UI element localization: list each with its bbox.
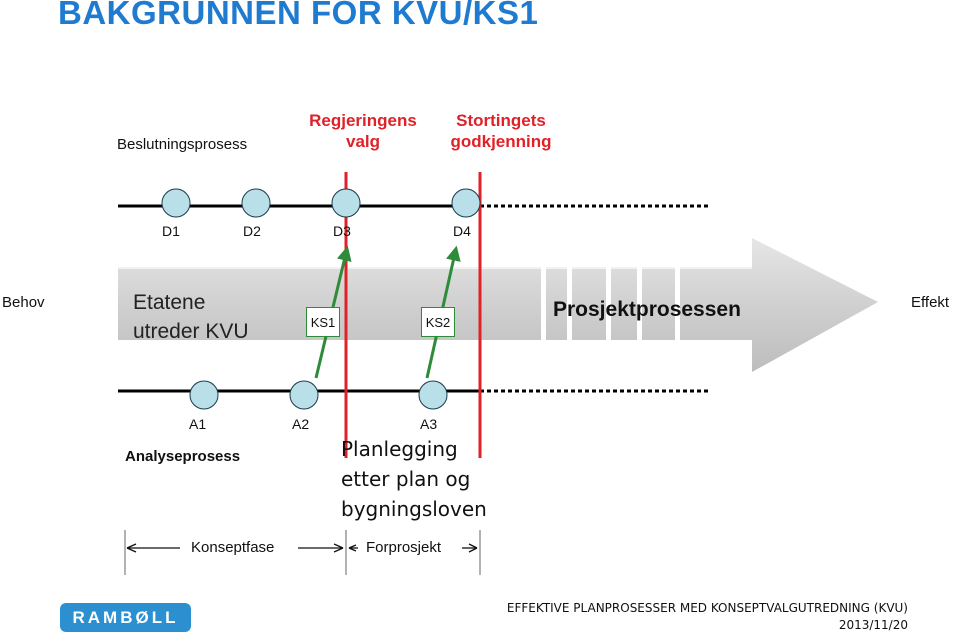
analysis-node-a2: [289, 380, 319, 410]
regjeringens-valg-label: Regjeringens valg: [309, 111, 417, 151]
behov-label: Behov: [2, 294, 45, 311]
analyseprosess-label: Analyseprosess: [125, 448, 241, 465]
analysis-label-a2: A2: [292, 416, 310, 432]
analysis-node-a1: [189, 380, 219, 410]
arrow-segment-gaps: [541, 262, 680, 347]
etatene-line2: utreder KVU: [133, 320, 249, 343]
prosjektprosessen-label: Prosjektprosessen: [553, 298, 741, 321]
analysis-label-a1: A1: [189, 416, 207, 432]
main-process-arrow: [118, 238, 878, 372]
process-diagram: [118, 172, 878, 575]
ks1-box: KS1: [306, 307, 340, 337]
decision-label-d2: D2: [243, 223, 261, 239]
decision-node-d3: [331, 188, 361, 218]
stortingets-godkjenning-label: Stortingets godkjenning: [450, 111, 552, 151]
footer-date: 2013/11/20: [838, 618, 908, 632]
planlegging-line3: bygningsloven: [341, 497, 487, 521]
planlegging-line1: Planlegging: [341, 437, 458, 461]
decision-label-d1: D1: [162, 223, 180, 239]
ks2-box: KS2: [421, 307, 455, 337]
decision-node-d1: [161, 188, 191, 218]
footer-document-title: EFFEKTIVE PLANPROSESSER MED KONSEPTVALGU…: [506, 601, 908, 615]
etatene-line1: Etatene: [133, 291, 206, 314]
decision-label-d4: D4: [453, 223, 471, 239]
page-title: BAKGRUNNEN FOR KVU/KS1: [58, 0, 539, 31]
decision-node-d4: [451, 188, 481, 218]
decision-label-d3: D3: [333, 223, 351, 239]
konseptfase-label: Konseptfase: [191, 539, 275, 556]
beslutningsprosess-label: Beslutningsprosess: [117, 136, 248, 153]
forprosjekt-label: Forprosjekt: [366, 539, 442, 556]
analysis-label-a3: A3: [420, 416, 438, 432]
phase-markers: [124, 530, 481, 575]
planlegging-line2: etter plan og: [341, 467, 471, 491]
effekt-label: Effekt: [911, 294, 950, 311]
ramboll-logo: RAMBØLL: [60, 603, 191, 632]
analysis-node-a3: [418, 380, 448, 410]
decision-node-d2: [241, 188, 271, 218]
